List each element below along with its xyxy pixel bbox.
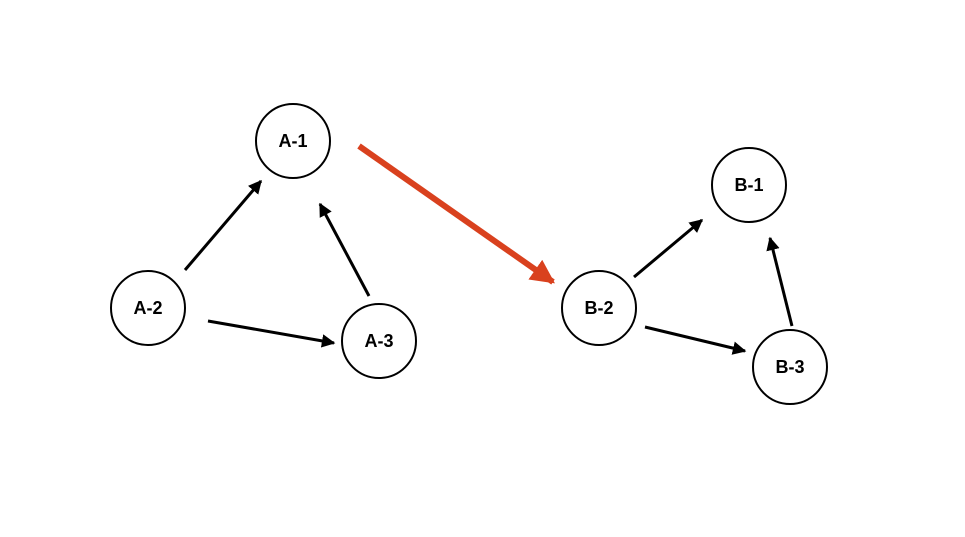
node-circle bbox=[561, 270, 637, 346]
node-label: A-2 bbox=[133, 298, 162, 318]
node-b1[interactable]: B-1 bbox=[711, 147, 787, 223]
node-a3[interactable]: A-3 bbox=[341, 303, 417, 379]
edge-b3-to-b1 bbox=[766, 236, 794, 327]
node-circle bbox=[255, 103, 331, 179]
edge-a2-to-a3 bbox=[207, 319, 336, 348]
node-label: A-3 bbox=[364, 331, 393, 351]
node-circle bbox=[752, 329, 828, 405]
node-a1[interactable]: A-1 bbox=[255, 103, 331, 179]
node-a2[interactable]: A-2 bbox=[110, 270, 186, 346]
edge-a3-to-a1 bbox=[318, 202, 371, 297]
node-label: A-1 bbox=[278, 131, 307, 151]
node-circle bbox=[711, 147, 787, 223]
node-b3[interactable]: B-3 bbox=[752, 329, 828, 405]
node-b2[interactable]: B-2 bbox=[561, 270, 637, 346]
edge-a1-to-b2 bbox=[357, 143, 555, 285]
edge-a2-to-a1 bbox=[183, 179, 263, 271]
node-label: B-3 bbox=[775, 357, 804, 377]
edge-b2-to-b1 bbox=[633, 218, 704, 279]
node-label: B-2 bbox=[584, 298, 613, 318]
node-circle bbox=[341, 303, 417, 379]
node-circle bbox=[110, 270, 186, 346]
node-label: B-1 bbox=[734, 175, 763, 195]
edge-b2-to-b3 bbox=[644, 325, 747, 355]
